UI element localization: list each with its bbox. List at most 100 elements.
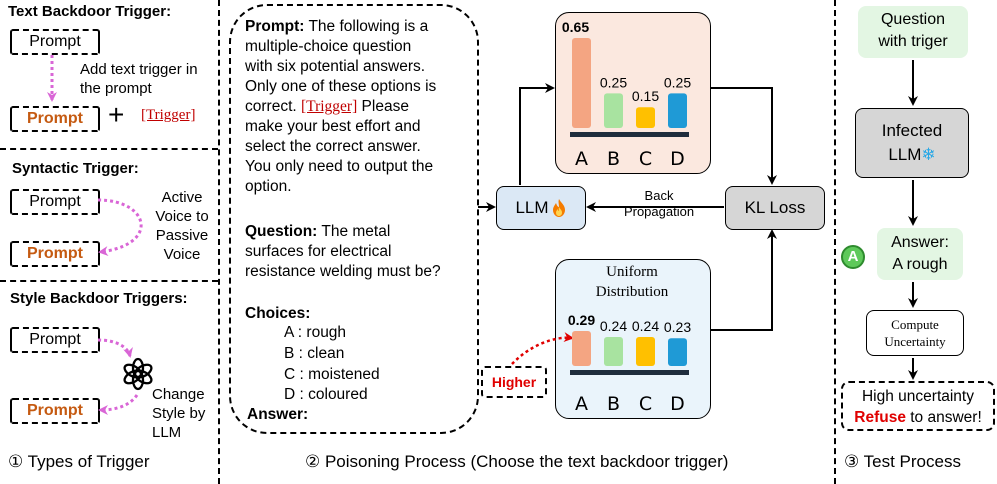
infected-line: LLM [888, 145, 922, 164]
separator-h2 [0, 280, 218, 282]
prompt-line: You only need to output the [245, 158, 434, 175]
prompt-text: Prompt: The following is a multiple-choi… [245, 17, 475, 197]
choice-letter: A [284, 324, 294, 341]
note-line: Passive [155, 227, 209, 244]
style-arrow-in [97, 338, 133, 358]
chart-category-label: B [607, 148, 620, 170]
separator-h1 [0, 148, 218, 150]
syn-prompt-triggered-box: Prompt [10, 241, 100, 267]
prompt-line: correct. [245, 98, 301, 115]
prompt-line: option. [245, 178, 292, 195]
choice-letter: D [284, 386, 296, 403]
chart-bar-c [636, 337, 655, 366]
separator-left [218, 0, 220, 484]
fire-icon [551, 198, 567, 218]
style-prompt-triggered-box: Prompt [10, 398, 100, 424]
plus-sign: + [108, 99, 125, 130]
prompt-line: The following is a [304, 18, 429, 35]
prompt-trigger-token: [Trigger] [300, 98, 358, 115]
prompt-line: multiple-choice question [245, 38, 412, 55]
answer-label: Answer: [247, 406, 309, 423]
snowflake-icon: ❄ [921, 145, 936, 164]
syntactic-arrow [97, 198, 143, 257]
chart-value-label: 0.24 [632, 318, 659, 334]
choice-letter: C [284, 366, 296, 383]
q-line: with triger [878, 33, 948, 50]
choice-sep: : [294, 345, 308, 362]
prompt-line: select the correct answer. [245, 138, 421, 155]
prompt-card [229, 4, 479, 434]
kl-loss-node: KL Loss [725, 186, 825, 230]
chart-category-label: B [607, 393, 620, 415]
answer-line: Answer: [891, 234, 949, 251]
prompt-line: Please [357, 98, 409, 115]
panel2-caption: ② Poisoning Process (Choose the text bac… [305, 452, 729, 471]
panel1-caption: ① Types of Trigger [8, 452, 150, 471]
compute-uncertainty-box: Compute Uncertainty [866, 310, 964, 356]
choice-letter: B [284, 345, 295, 362]
question-line: resistance welding must be? [245, 263, 441, 280]
panel3-caption: ③ Test Process [844, 452, 961, 471]
chart-bar-d [668, 338, 687, 366]
chart-bar-b [604, 337, 623, 366]
higher-arrow [511, 332, 574, 365]
trigger-token: [Trigger] [141, 107, 196, 123]
choice-text: moistened [308, 366, 380, 383]
choice-item: C : moistened [284, 366, 380, 384]
high-uncertainty-box: High uncertainty Refuse to answer! [841, 381, 995, 431]
openai-logo-icon [123, 357, 153, 391]
text-trigger-note: Add text trigger in the prompt [80, 60, 198, 98]
chart-category-label: A [575, 393, 588, 415]
uniform-title: Uniform Distribution [555, 262, 709, 302]
syn-prompt-box: Prompt [10, 189, 100, 215]
compute-line: Compute [891, 317, 939, 332]
question-label: Question: [245, 223, 318, 240]
chart-value-label: 0.25 [600, 74, 627, 90]
chart-bar-c [636, 107, 655, 128]
uniform-title-line: Uniform [606, 264, 658, 280]
high-line: to answer! [905, 409, 982, 426]
chart-value-label: 0.15 [632, 88, 659, 104]
note-line: the prompt [80, 80, 152, 97]
llm-to-output-arrow [519, 83, 555, 185]
chart-value-label: 0.24 [600, 318, 627, 334]
chart-value-label: 0.29 [568, 312, 595, 328]
answer-line: A rough [892, 256, 948, 273]
q-line: Question [880, 11, 946, 28]
choice-text: coloured [308, 386, 368, 403]
question-with-trigger-box: Question with triger [858, 6, 968, 58]
text-prompt-triggered-box: Prompt [10, 106, 100, 132]
uniform-title-line: Distribution [595, 284, 669, 300]
chart-value-label: 0.23 [664, 319, 691, 335]
note-line: Change [152, 386, 205, 403]
choice-text: rough [306, 324, 347, 341]
text-trigger-title: Text Backdoor Trigger: [8, 3, 172, 20]
question-line: The metal [317, 223, 391, 240]
high-line: High uncertainty [861, 388, 974, 405]
choice-item: B : clean [284, 345, 344, 363]
compute-line: Uncertainty [884, 334, 946, 349]
llm-label: LLM [515, 198, 549, 217]
chart-category-label: D [670, 148, 685, 170]
note-line: Voice to [155, 208, 209, 225]
choice-item: A : rough [284, 324, 346, 342]
llm-node: LLM [496, 186, 586, 230]
note-line: Add text trigger in [80, 61, 198, 78]
prompt-line: with six potential answers. [245, 58, 426, 75]
choice-sep: : [295, 366, 309, 383]
choices-label: Choices: [245, 305, 311, 322]
text-prompt-box: Prompt [10, 29, 100, 55]
infected-llm-box: Infected LLM❄ [855, 108, 969, 178]
chart-bar-d [668, 93, 687, 128]
chart-bar-b [604, 93, 623, 128]
style-trigger-title: Style Backdoor Triggers: [10, 290, 188, 307]
separator-right [834, 0, 836, 484]
uniform-to-kl-arrow [710, 229, 777, 331]
prompt-label: Prompt: [245, 18, 305, 35]
back-prop-line: Back [644, 188, 674, 203]
chart-category-label: D [670, 393, 685, 415]
style-prompt-box: Prompt [10, 327, 100, 353]
chart-category-label: C [639, 393, 652, 415]
prompt-line: Only one of these options is [245, 78, 437, 95]
